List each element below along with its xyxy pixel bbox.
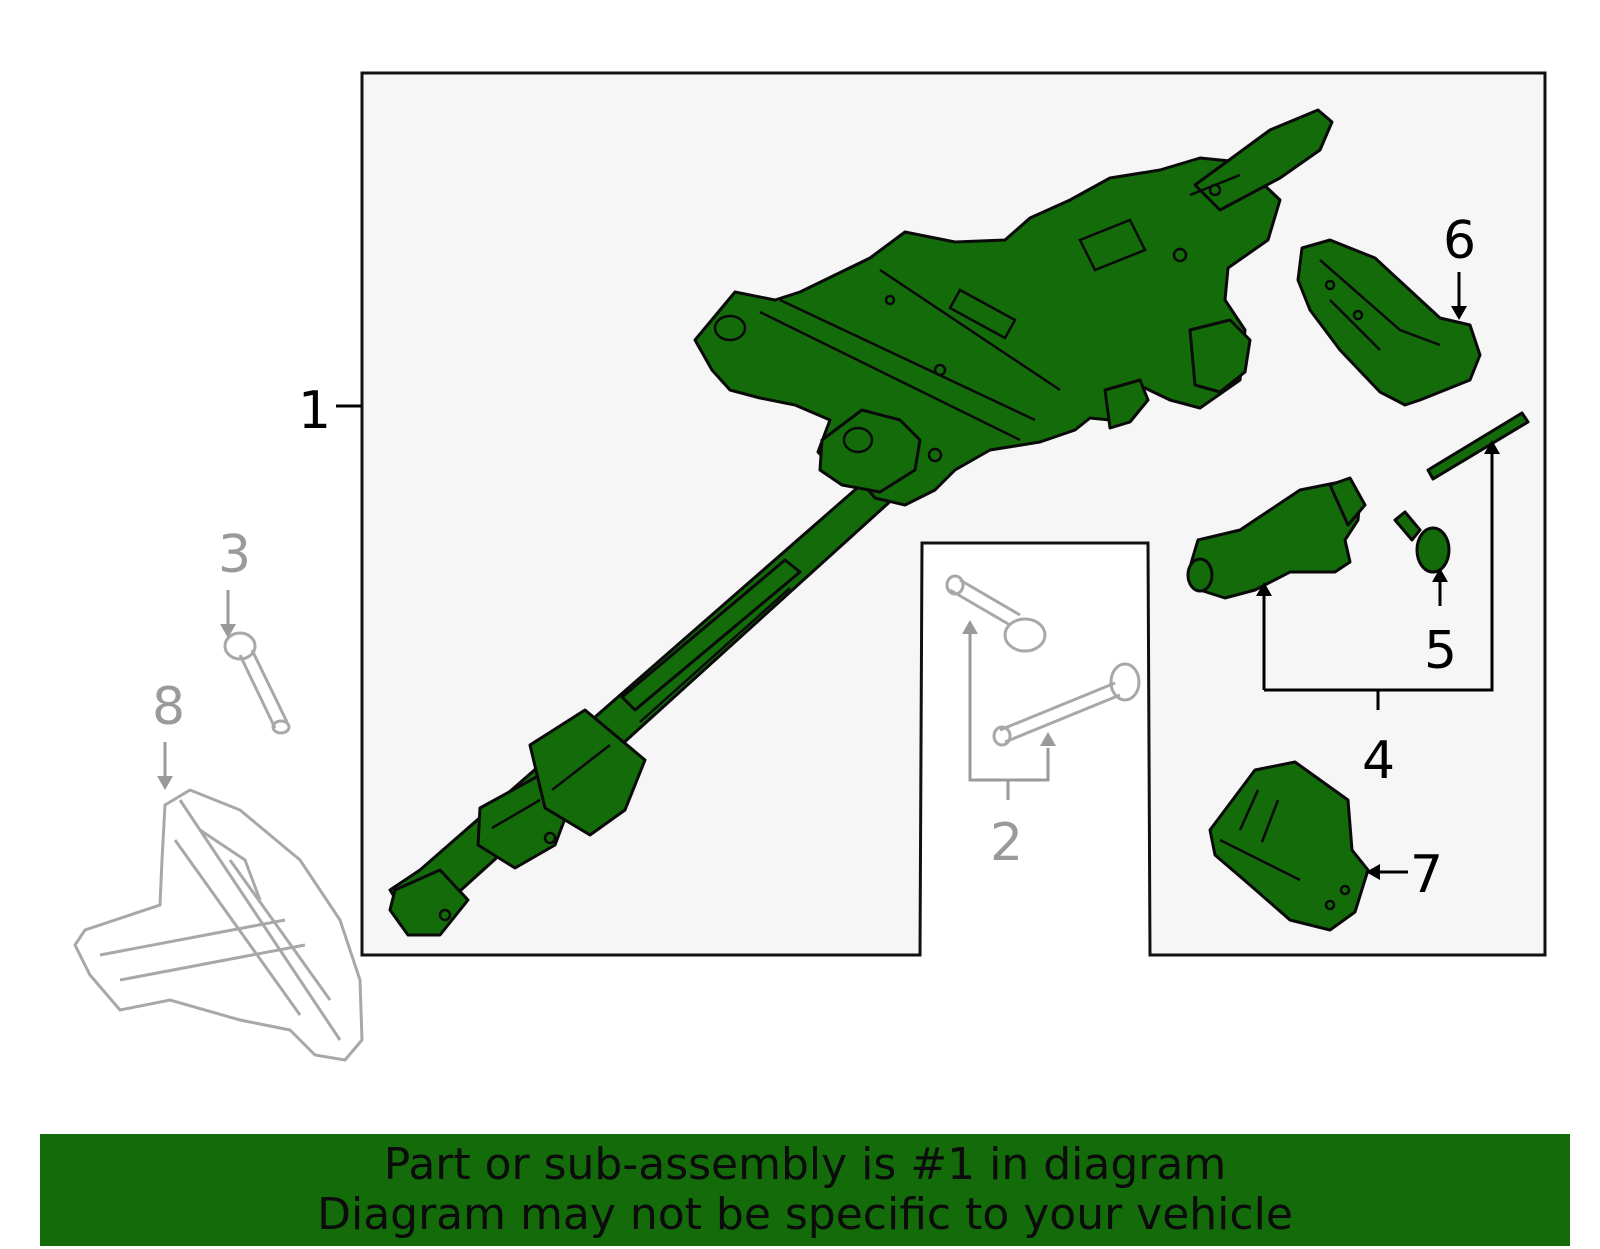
leader-arrowheads bbox=[1256, 306, 1500, 880]
leader-lines bbox=[336, 272, 1494, 874]
steering-column-part[interactable] bbox=[388, 108, 1334, 937]
column-cover-details bbox=[1319, 259, 1441, 351]
banner-line-2: Diagram may not be specific to your vehi… bbox=[317, 1189, 1293, 1240]
bolt-5-part[interactable] bbox=[1393, 510, 1451, 574]
motor-rod-part[interactable] bbox=[1426, 411, 1530, 481]
control-module-part[interactable] bbox=[1208, 760, 1370, 932]
control-module-details bbox=[1219, 789, 1351, 911]
callout-4: 4 bbox=[1362, 731, 1395, 791]
bolt-2-lower bbox=[992, 662, 1141, 747]
steering-gear-cover-8 bbox=[73, 788, 364, 1062]
callout-labels: 1 2 3 4 5 6 7 8 bbox=[152, 211, 1476, 905]
bolt-3 bbox=[223, 631, 291, 735]
callout-3: 3 bbox=[218, 525, 251, 585]
callout-1: 1 bbox=[298, 381, 331, 441]
callout-5: 5 bbox=[1424, 621, 1457, 681]
bolt-2-upper bbox=[945, 574, 1047, 653]
steering-column-details bbox=[438, 173, 1241, 922]
callout-8: 8 bbox=[152, 677, 185, 737]
info-banner: Part or sub-assembly is #1 in diagram Di… bbox=[40, 1134, 1570, 1246]
callout-7: 7 bbox=[1410, 845, 1443, 905]
parts-diagram: 1 2 3 4 5 6 7 8 bbox=[73, 71, 1547, 1062]
callout-6: 6 bbox=[1443, 211, 1476, 271]
tilt-motor-part[interactable] bbox=[1186, 476, 1367, 600]
callout-2: 2 bbox=[990, 813, 1023, 873]
assembly-frame bbox=[360, 71, 1547, 957]
banner-line-1: Part or sub-assembly is #1 in diagram bbox=[383, 1139, 1227, 1190]
context-arrowheads bbox=[157, 620, 1056, 790]
context-leader-lines bbox=[163, 590, 1050, 800]
